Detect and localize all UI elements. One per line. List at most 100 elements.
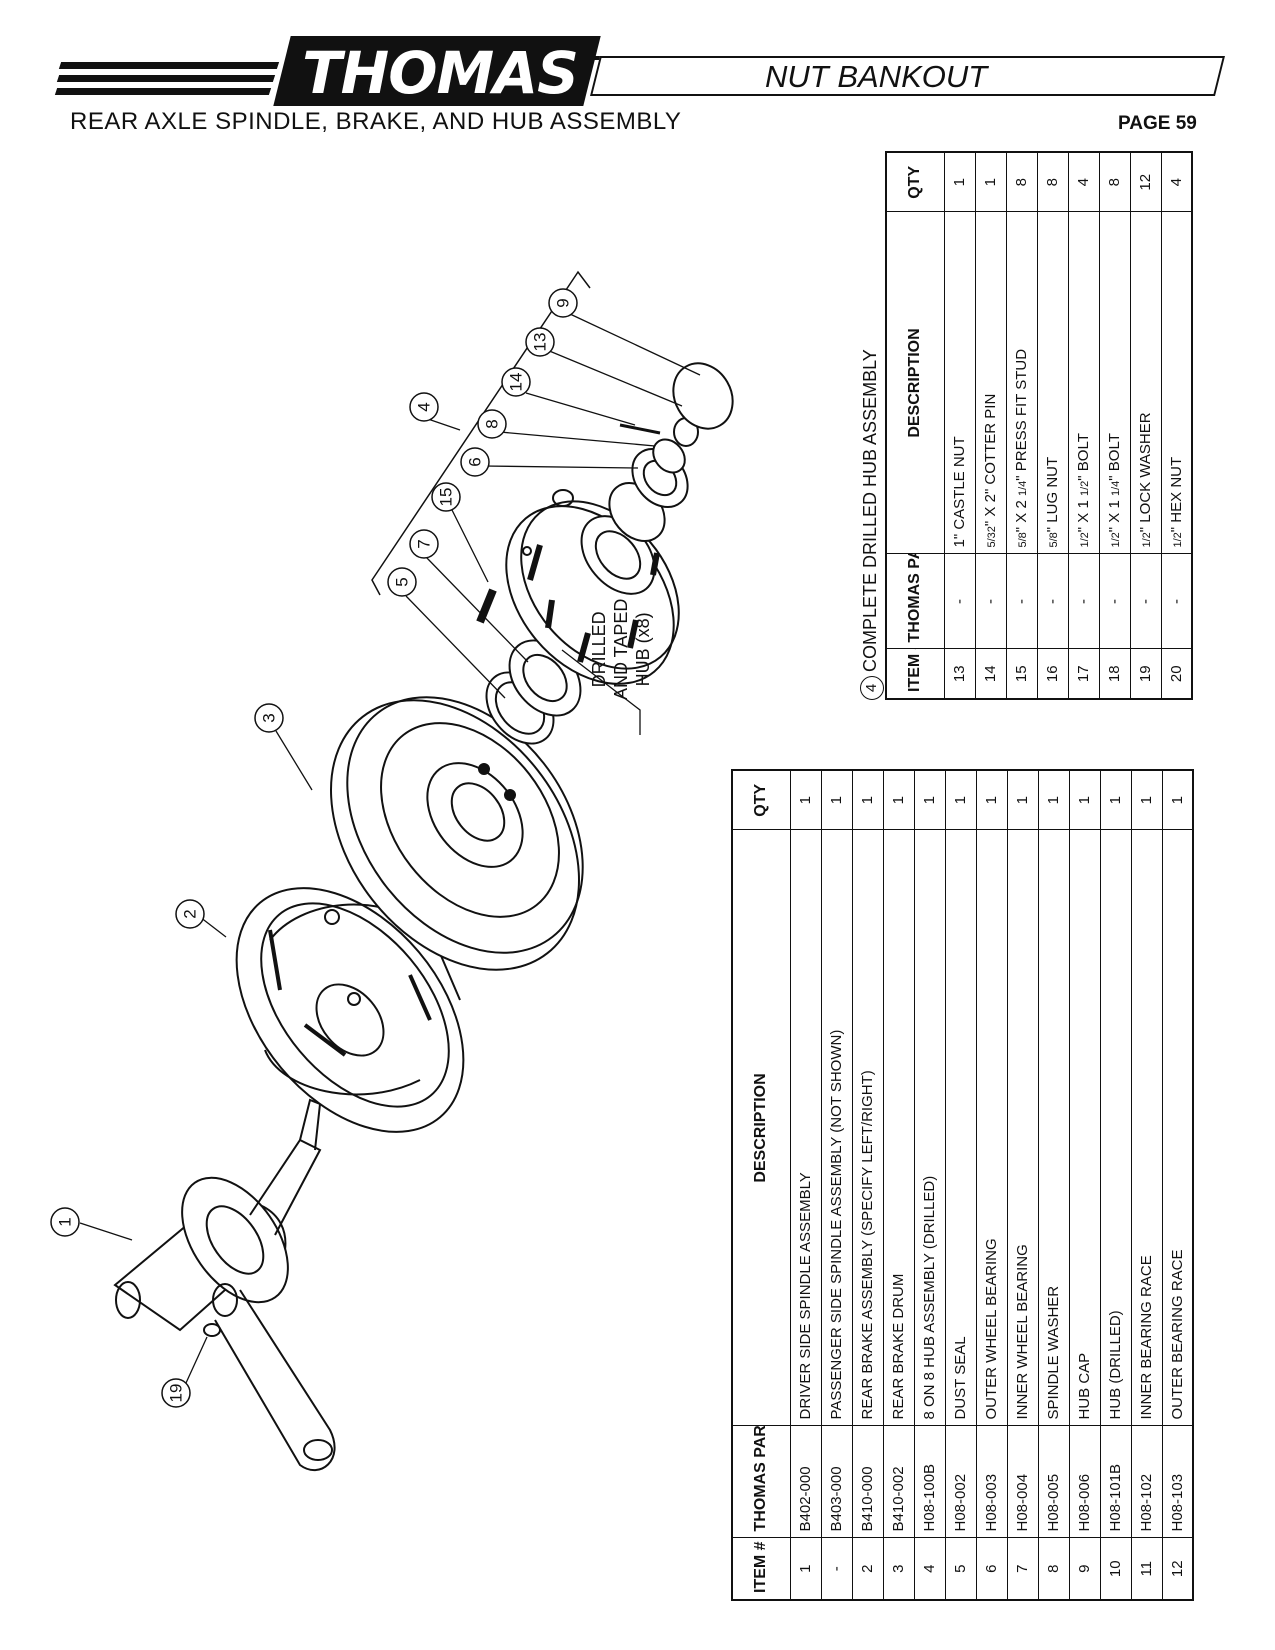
- fraction-slash: /: [1079, 538, 1091, 542]
- page-title: REAR AXLE SPINDLE, BRAKE, AND HUB ASSEMB…: [70, 108, 682, 135]
- callout-number: 4: [415, 402, 434, 411]
- cell-part: H08-100B: [914, 1426, 945, 1538]
- page-number: PAGE 59: [1118, 113, 1197, 134]
- col-part: THOMAS PART #: [886, 554, 944, 649]
- col-qty: QTY: [732, 770, 790, 830]
- cell-part: H08-101B: [1100, 1426, 1131, 1538]
- cell-desc: 1" CASTLE NUT: [944, 212, 975, 554]
- desc-part: 1: [1141, 541, 1153, 548]
- cell-item: 3: [883, 1538, 914, 1600]
- callout-bubble: [409, 392, 439, 422]
- callout-bubble: [460, 447, 490, 477]
- fraction-slash: /: [1017, 486, 1029, 490]
- desc-part: 32: [986, 526, 998, 539]
- desc-part: 1: [1079, 489, 1091, 496]
- cell-item: 17: [1068, 649, 1099, 699]
- cell-item: 1: [790, 1538, 821, 1600]
- cell-item: 13: [944, 649, 975, 699]
- cell-desc: DUST SEAL: [945, 830, 976, 1426]
- cell-part: -: [1006, 554, 1037, 649]
- callout-bubble: [501, 367, 531, 397]
- cell-qty: 1: [944, 152, 975, 212]
- cell-item: 7: [1007, 1538, 1038, 1600]
- cell-part: H08-006: [1069, 1426, 1100, 1538]
- col-part: THOMAS PART #: [732, 1426, 790, 1538]
- hub-table-header: ITEM # THOMAS PART # DESCRIPTION QTY: [886, 152, 944, 699]
- cell-qty: 1: [945, 770, 976, 830]
- cell-desc: PASSENGER SIDE SPINDLE ASSEMBLY (NOT SHO…: [821, 830, 852, 1426]
- desc-part: 8: [1017, 532, 1029, 539]
- lock-washer: [203, 1323, 221, 1337]
- parts-table-header: ITEM # THOMAS PART # DESCRIPTION QTY: [732, 770, 790, 1600]
- note-line: HUB (x8): [633, 612, 653, 687]
- desc-part: 1: [1017, 489, 1029, 496]
- cell-desc: 5/8" X 2 1/4" PRESS FIT STUD: [1006, 212, 1037, 554]
- callout-bubble: [175, 899, 205, 929]
- cell-item: 8: [1038, 1538, 1069, 1600]
- callout-number: 3: [260, 713, 279, 722]
- desc-part: 2: [1171, 532, 1184, 539]
- callout-bubble: [548, 288, 578, 318]
- cell-qty: 1: [821, 770, 852, 830]
- callout-bubble: [387, 567, 417, 597]
- cell-qty: 8: [1037, 152, 1068, 212]
- cell-qty: 8: [1099, 152, 1130, 212]
- desc-part: 2: [1079, 480, 1091, 487]
- cell-item: 20: [1161, 649, 1192, 699]
- hub-parts-table: ITEM # THOMAS PART # DESCRIPTION QTY 13-…: [885, 151, 1193, 700]
- cell-desc: 5/32" X 2" COTTER PIN: [975, 212, 1006, 554]
- fraction-slash: /: [1110, 538, 1122, 542]
- fraction-slash: /: [1171, 538, 1184, 542]
- cell-part: -: [975, 554, 1006, 649]
- cell-qty: 1: [1131, 770, 1162, 830]
- callout-bubble: [50, 1207, 80, 1237]
- callout-number: 14: [507, 373, 526, 392]
- col-description: DESCRIPTION: [732, 830, 790, 1426]
- cell-item: 5: [945, 1538, 976, 1600]
- cell-item: 4: [914, 1538, 945, 1600]
- desc-part: " LUG NUT: [1044, 456, 1061, 533]
- cell-qty: 4: [1068, 152, 1099, 212]
- cell-desc: REAR BRAKE DRUM: [883, 830, 914, 1426]
- cell-part: H08-103: [1162, 1426, 1193, 1538]
- callout-number: 19: [167, 1384, 186, 1403]
- cell-desc: INNER WHEEL BEARING: [1007, 830, 1038, 1426]
- fraction-slash: /: [1079, 486, 1091, 490]
- caption-callout: 4: [860, 676, 884, 700]
- desc-part: 4: [1017, 480, 1029, 487]
- cell-item: 11: [1131, 1538, 1162, 1600]
- spindle-assembly: [113, 1098, 336, 1471]
- desc-part: 2: [1079, 532, 1091, 539]
- callout-bubble: [161, 1378, 191, 1408]
- desc-part: 1: [1079, 541, 1091, 548]
- cell-desc: 1/2" LOCK WASHER: [1130, 212, 1161, 554]
- desc-part: 5: [1048, 541, 1060, 548]
- cell-qty: 1: [1162, 770, 1193, 830]
- fraction-slash: /: [1141, 538, 1153, 542]
- callout-bubble: [431, 482, 461, 512]
- fraction-slash: /: [1017, 538, 1029, 542]
- desc-part: " BOLT: [1075, 433, 1092, 481]
- cell-desc: INNER BEARING RACE: [1131, 830, 1162, 1426]
- cell-desc: 1/2" HEX NUT: [1161, 212, 1192, 554]
- desc-part: 2: [1141, 532, 1153, 539]
- cell-part: -: [1068, 554, 1099, 649]
- cell-qty: 1: [790, 770, 821, 830]
- desc-part: 5: [1017, 541, 1029, 548]
- cell-part: -: [1130, 554, 1161, 649]
- desc-part: " X 2" COTTER PIN: [982, 393, 999, 527]
- cell-desc: HUB (DRILLED): [1100, 830, 1131, 1426]
